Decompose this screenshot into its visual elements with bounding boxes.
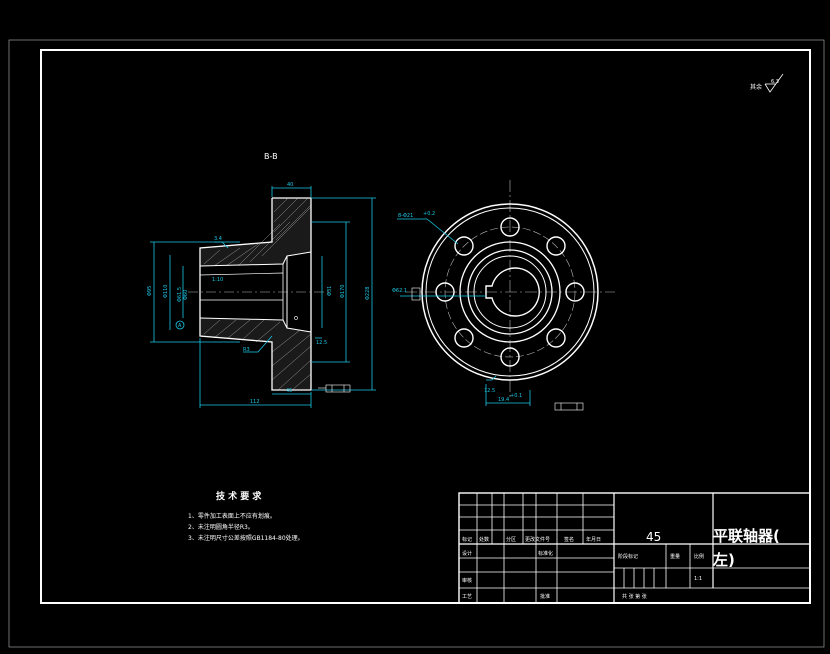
title-block: [458, 492, 811, 604]
tb-weight: 重量: [670, 553, 680, 560]
tb-mark: 标记: [462, 536, 472, 543]
svg-text:R3: R3: [243, 347, 250, 353]
svg-text:40: 40: [287, 182, 293, 188]
roughness-note: 其余: [750, 83, 762, 91]
svg-text:+0.2: +0.2: [423, 211, 435, 217]
svg-text:Φ31: Φ31: [327, 286, 333, 296]
part-name-line2: 左): [712, 551, 735, 569]
svg-text:19.4: 19.4: [498, 397, 509, 403]
svg-text:Φ60: Φ60: [183, 290, 189, 300]
tech-req-item-3: 3、未注明尺寸公差按照GB1184-80处理。: [188, 534, 304, 542]
front-view: [405, 180, 615, 400]
front-dimensions: 8-Φ21 +0.2 Φ62.1 12.5 19.4 +0.1: [392, 211, 584, 411]
svg-text:8-Φ21: 8-Φ21: [398, 213, 413, 219]
tech-req-item-1: 1、零件加工表面上不应有划痕。: [188, 512, 276, 520]
svg-text:1:10: 1:10: [212, 277, 223, 283]
tb-stage-mark: 阶段标记: [618, 553, 638, 560]
tb-zone: 分区: [506, 536, 516, 543]
svg-text:Φ170: Φ170: [340, 285, 346, 298]
tech-req-title: 技 术 要 求: [216, 490, 262, 502]
svg-text:12.5: 12.5: [484, 388, 495, 394]
svg-text:3.4: 3.4: [214, 236, 222, 242]
tb-approve: 批准: [540, 593, 550, 600]
tb-sheets: 共 张 第 张: [622, 593, 647, 600]
svg-text:112: 112: [250, 399, 260, 405]
part-name-line1: 平联轴器(: [713, 527, 780, 545]
tb-change-doc: 更改文件号: [525, 536, 550, 543]
tb-signature: 签名: [564, 536, 574, 543]
svg-text:+0.1: +0.1: [510, 393, 522, 399]
tb-standardize: 标准化: [538, 550, 553, 557]
svg-text:Φ110: Φ110: [163, 285, 169, 298]
tech-req-item-2: 2、未注明圆角半径R3。: [188, 523, 254, 531]
tb-count: 处数: [479, 536, 489, 543]
svg-text:Φ95: Φ95: [147, 286, 153, 296]
tb-review: 审核: [462, 577, 472, 584]
roughness-symbol: 其余 6.3: [750, 73, 784, 93]
tb-scale: 比例: [694, 553, 704, 560]
section-view: [188, 197, 332, 391]
technical-requirements: 技 术 要 求 1、零件加工表面上不应有划痕。 2、未注明圆角半径R3。 3、未…: [188, 490, 304, 542]
svg-text:Φ228: Φ228: [365, 287, 371, 300]
tb-scale-value: 1:1: [694, 576, 702, 582]
svg-text:A: A: [178, 323, 182, 329]
roughness-value: 6.3: [771, 79, 779, 85]
svg-text:45: 45: [286, 388, 292, 394]
inner-frame: [40, 49, 811, 604]
tb-design: 设计: [462, 550, 472, 557]
section-dimensions: 40 Φ95 Φ110 Φ61.5 Φ60 A 3.4 1:10 Φ31 Φ17…: [147, 182, 376, 408]
title-block-text: 标记 处数 分区 更改文件号 签名 年月日 设计 标准化 阶段标记 重量 比例 …: [462, 536, 704, 600]
svg-text:Φ62.1: Φ62.1: [392, 288, 407, 294]
tb-date: 年月日: [586, 536, 601, 543]
svg-text:12.5: 12.5: [316, 340, 327, 346]
svg-text:Φ61.5: Φ61.5: [177, 287, 183, 302]
material-value: 45: [646, 530, 661, 544]
section-label: B-B: [264, 152, 278, 161]
tb-process: 工艺: [462, 594, 472, 600]
outer-frame: [8, 39, 825, 648]
